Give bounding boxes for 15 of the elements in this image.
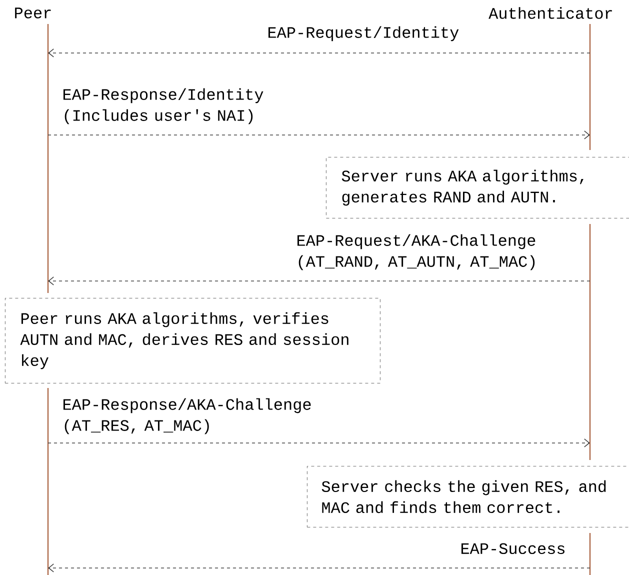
participant-label: Peer <box>15 8 51 18</box>
message-arrow <box>48 48 590 58</box>
message-arrow <box>48 276 590 286</box>
message-label: EAP-Success <box>461 543 564 554</box>
note-box: Server runs AKA algorithms, generates RAND and AUTN. <box>326 157 629 218</box>
message-arrow <box>48 130 590 140</box>
participant-label: Authenticator <box>488 7 612 19</box>
message-label: EAP-Response/AKA-Challenge (AT_RES, AT_MAC) <box>63 398 311 434</box>
note-box: Peer runs AKA algorithms, verifies AUTN and MAC, derives RES and session key <box>5 298 380 384</box>
message-label: EAP-Request/AKA-Challenge (AT_RAND, AT_AUTN, AT_MAC) <box>297 234 536 270</box>
message-arrow <box>48 438 590 448</box>
message-label: EAP-Response/Identity (Includes user's NAI) <box>63 88 264 124</box>
note-box: Server checks the given RES, and MAC and finds them correct. <box>307 466 629 528</box>
message-label: EAP-Request/Identity <box>268 26 459 42</box>
message-arrow <box>48 564 590 572</box>
